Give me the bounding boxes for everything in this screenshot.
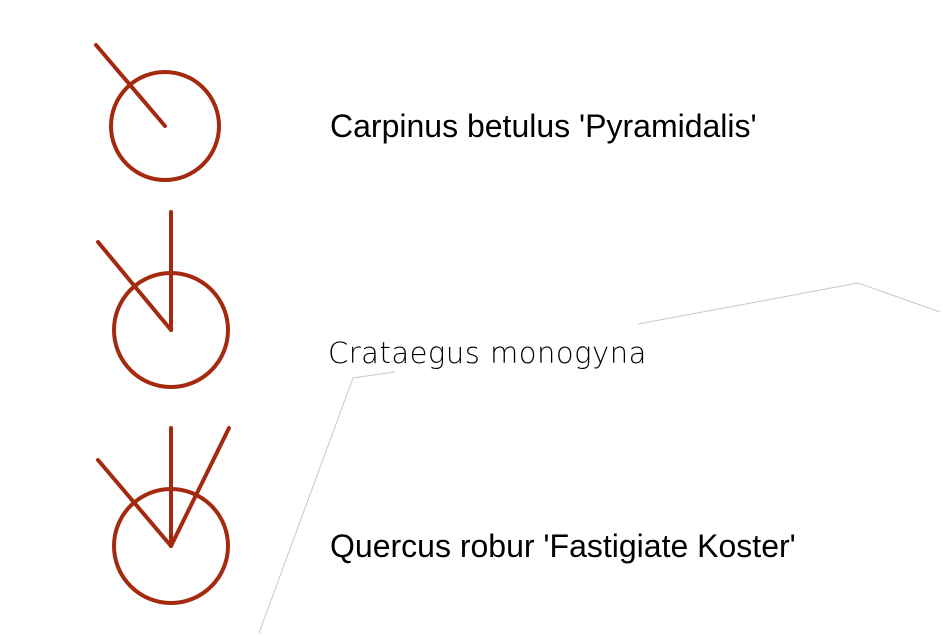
guide-line-lower <box>258 371 396 634</box>
legend-label-carpinus: Carpinus betulus 'Pyramidalis' <box>330 108 757 144</box>
legend-label-quercus: Quercus robur 'Fastigiate Koster' <box>330 528 796 564</box>
guide-lines <box>258 282 941 634</box>
guide-line-upper <box>637 282 941 325</box>
crataegus-symbol-icon <box>96 210 230 389</box>
carpinus-symbol-icon <box>94 43 221 182</box>
legend-label-crataegus: Crataegus monogyna <box>328 336 647 370</box>
quercus-symbol-icon <box>96 426 231 605</box>
